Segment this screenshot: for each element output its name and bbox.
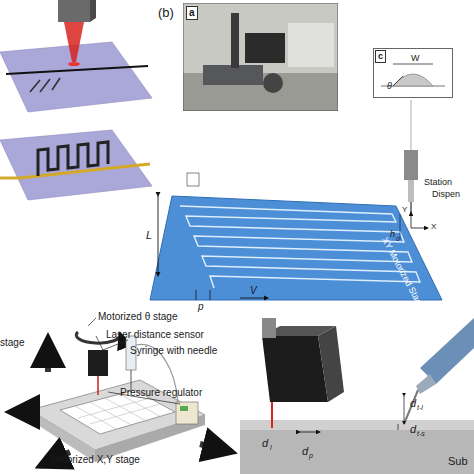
dimension-label: d: [302, 446, 308, 457]
part-label: Motorized X,Y stage: [50, 455, 140, 465]
part-label: Pressure regulator: [120, 388, 202, 398]
velocity-label: V: [250, 286, 257, 296]
dimension-label: p: [198, 302, 204, 312]
dimension-subscript: l: [270, 444, 272, 451]
component-label: Dispen: [432, 190, 460, 199]
dimension-label: d: [262, 438, 268, 449]
part-label: stage: [0, 338, 24, 348]
axis-label: Y: [402, 206, 407, 214]
photo-panel: a: [183, 3, 338, 111]
photo-art: [183, 3, 338, 111]
dimension-label: h: [390, 230, 395, 239]
part-label: Syringe with needle: [130, 346, 217, 356]
part-label: Laser distance sensor: [106, 330, 204, 340]
substrate-label: Sub: [448, 456, 468, 467]
dimension-label: L: [146, 230, 152, 241]
panel-letter: c: [375, 50, 386, 63]
dimension-label: d: [410, 424, 416, 435]
dimension-subscript: p: [309, 452, 313, 459]
dimension-subscript: t-l: [417, 404, 423, 411]
angle-symbol: θ: [387, 82, 392, 91]
dimension-subscript: t-s: [417, 430, 425, 437]
panel-label: (b): [158, 6, 174, 19]
component-label: Station: [424, 178, 452, 187]
inset-panel: c Wθ: [373, 48, 453, 98]
part-label: Motorized θ stage: [98, 312, 178, 322]
dimension-label: d: [410, 398, 416, 409]
panel-letter: a: [186, 6, 198, 20]
width-symbol: W: [411, 54, 420, 63]
dimension-subscript: 0: [396, 236, 399, 242]
axis-label: X: [431, 223, 436, 231]
